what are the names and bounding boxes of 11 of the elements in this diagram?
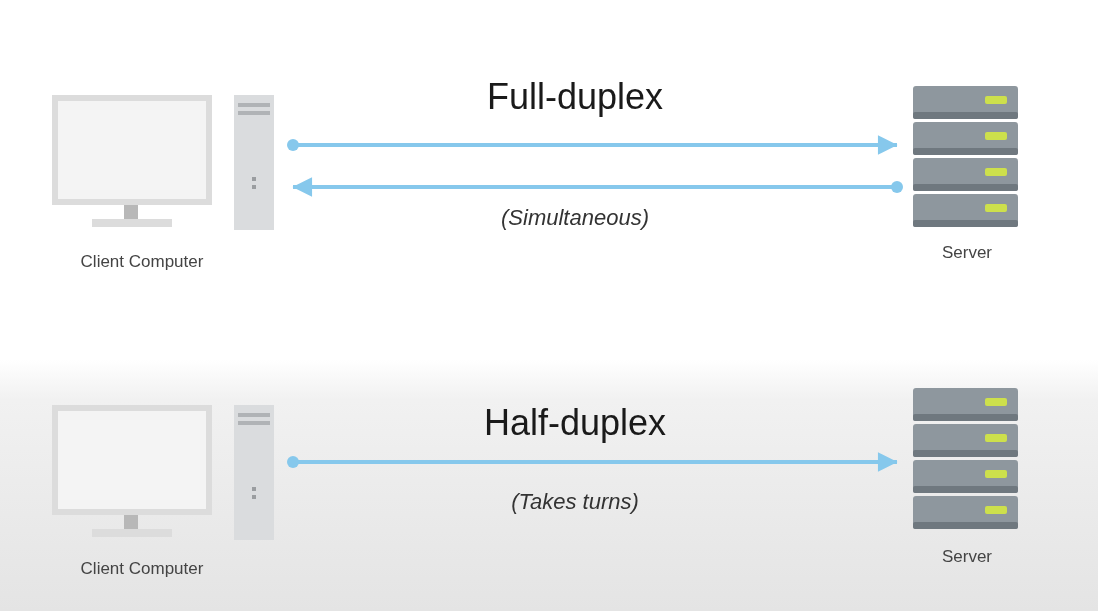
node-label: Server bbox=[941, 547, 993, 567]
arrow bbox=[287, 135, 898, 155]
heading: Full-duplex bbox=[486, 76, 664, 118]
node-label: Server bbox=[941, 243, 993, 263]
arrow bbox=[292, 177, 903, 197]
note: (Takes turns) bbox=[511, 489, 639, 515]
heading: Half-duplex bbox=[483, 402, 667, 444]
node-label: Client Computer bbox=[80, 559, 204, 579]
note: (Simultaneous) bbox=[501, 205, 649, 231]
node-label: Client Computer bbox=[80, 252, 204, 272]
arrow bbox=[287, 452, 898, 472]
